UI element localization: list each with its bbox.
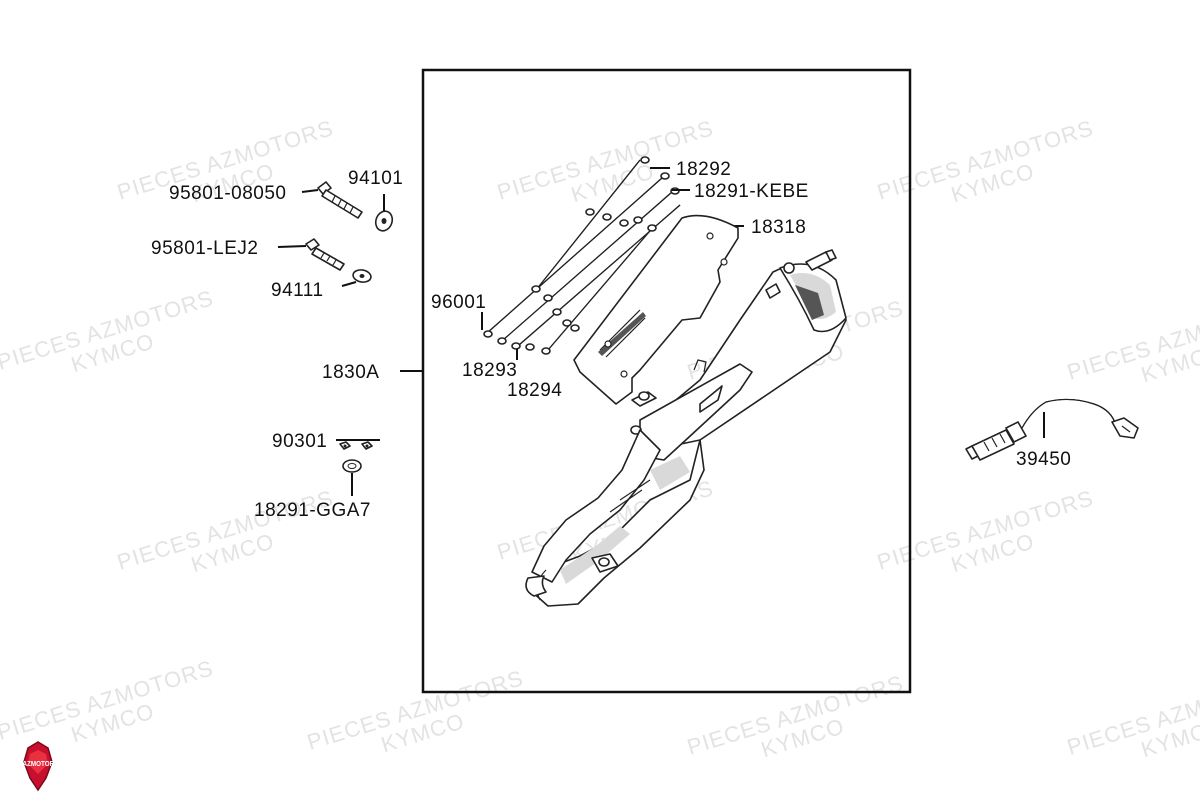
label-95801-lej2: 95801-LEJ2 bbox=[151, 238, 258, 259]
label-39450: 39450 bbox=[1016, 449, 1071, 470]
label-90301: 90301 bbox=[272, 431, 327, 452]
label-1830a: 1830A bbox=[322, 362, 379, 383]
oxygen-sensor-39450[interactable] bbox=[965, 398, 1139, 461]
bolt-95801-08050[interactable] bbox=[317, 181, 363, 219]
shield-screws[interactable] bbox=[483, 156, 681, 355]
azmotors-logo: AZMOTORS bbox=[23, 741, 59, 792]
label-96001: 96001 bbox=[431, 292, 486, 313]
logo-text: AZMOTORS bbox=[23, 761, 59, 768]
label-18318: 18318 bbox=[751, 217, 806, 238]
label-18291-kebe: 18291-KEBE bbox=[694, 181, 809, 202]
label-94111: 94111 bbox=[271, 280, 324, 301]
exhaust-header-pipe[interactable] bbox=[525, 429, 705, 607]
label-94101: 94101 bbox=[348, 168, 403, 189]
heat-shield-18318[interactable] bbox=[573, 214, 739, 405]
label-18291-gga7: 18291-GGA7 bbox=[254, 500, 371, 521]
label-95801-08050: 95801-08050 bbox=[169, 183, 287, 204]
label-18293: 18293 bbox=[462, 360, 517, 381]
assembly-frame bbox=[421, 68, 912, 694]
washer-94111[interactable] bbox=[352, 269, 372, 284]
nut-90301[interactable] bbox=[339, 441, 373, 450]
bolt-95801-lej2[interactable] bbox=[305, 238, 345, 271]
label-18292: 18292 bbox=[676, 159, 731, 180]
washer-94101[interactable] bbox=[373, 209, 395, 233]
gasket-18291-gga7[interactable] bbox=[342, 459, 362, 473]
label-18294: 18294 bbox=[507, 380, 562, 401]
